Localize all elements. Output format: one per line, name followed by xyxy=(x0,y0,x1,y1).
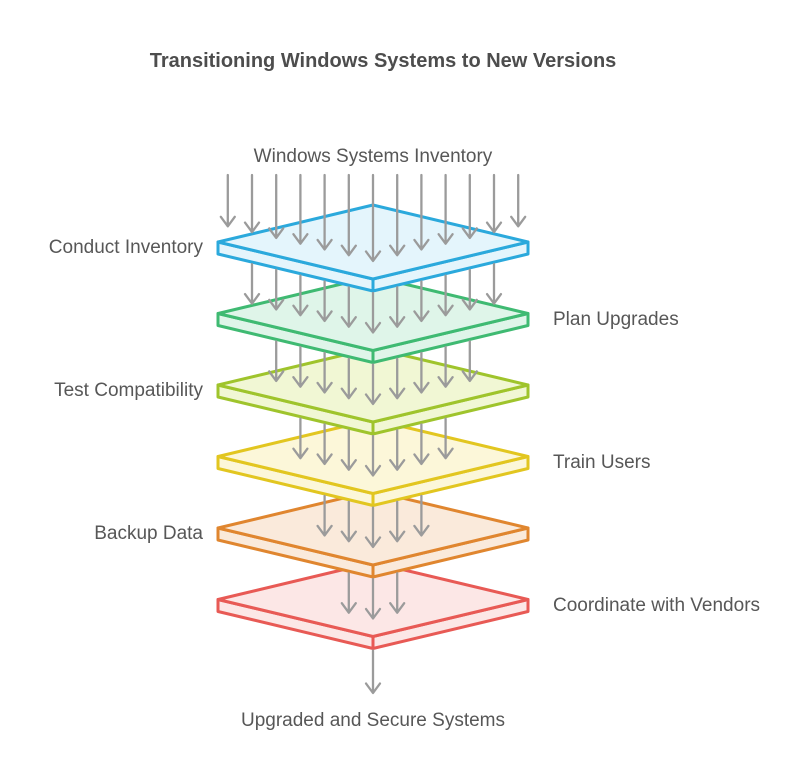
flow-arrows-gap-1 xyxy=(243,262,503,334)
layer-label-train-users: Train Users xyxy=(553,451,651,473)
layer-label-test-compatibility: Test Compatibility xyxy=(54,380,203,401)
flow-arrows-gap-3 xyxy=(292,417,454,477)
flow-arrows-gap-2 xyxy=(268,340,478,406)
layer-label-conduct-inventory: Conduct Inventory xyxy=(48,237,203,258)
layer-shape-coordinate-with-vendors xyxy=(216,561,530,650)
flow-arrows-gap-4 xyxy=(316,494,430,549)
layer-label-coordinate-with-vendors: Coordinate with Vendors xyxy=(553,594,761,616)
layer-shape-plan-upgrades xyxy=(216,275,530,364)
flow-input-label: Windows Systems Inventory xyxy=(253,146,493,167)
diagram-title: Transitioning Windows Systems to New Ver… xyxy=(149,50,617,72)
layer-label-backup-data: Backup Data xyxy=(94,523,203,544)
flow-arrows-gap-6 xyxy=(364,649,382,695)
layer-label-plan-upgrades: Plan Upgrades xyxy=(553,308,679,330)
layer-shape-backup-data xyxy=(216,489,530,579)
flow-arrows-gap-0 xyxy=(219,173,527,263)
flow-arrows-gap-5 xyxy=(340,572,406,620)
flow-output-label: Upgraded and Secure Systems xyxy=(240,710,506,731)
